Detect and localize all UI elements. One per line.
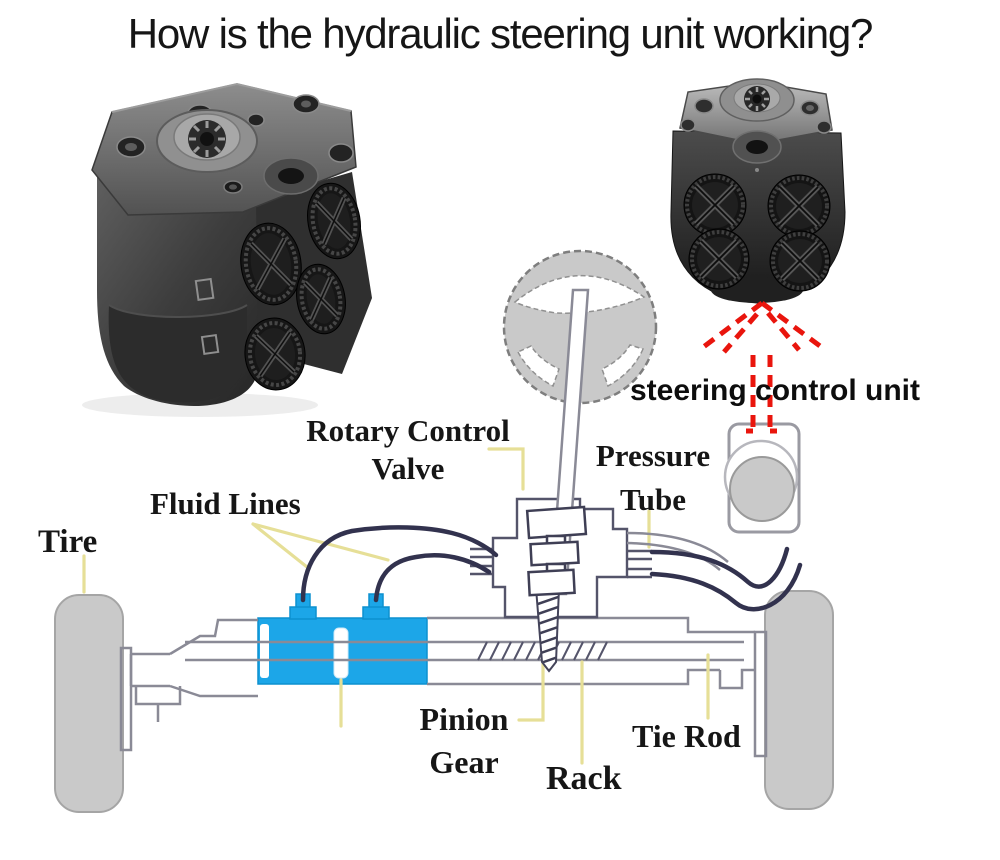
fluid-line-2 [373,553,492,603]
flange-bolt-holes [680,98,832,134]
label-pinion-gear: Pinion Gear [419,701,509,781]
steering-unit-photo-small [670,78,846,304]
port-cap [240,222,302,306]
port-cap [244,317,306,391]
piston [333,627,349,679]
label-tie-rod: Tie Rod [632,718,741,754]
splined-shaft-boss [719,78,795,122]
label-fluid-lines: Fluid Lines [150,486,301,521]
hex-plug [263,157,319,195]
fluid-lines [300,525,499,603]
rack-bar [185,640,744,662]
valve-port-right [627,549,652,579]
tie-rod-left [129,652,170,688]
valve-spool [525,505,588,597]
label-rotary-control-valve: Rotary Control Valve [306,413,510,486]
steering-unit-photo-large [82,82,372,417]
pressure-tube [626,531,803,612]
label-tire: Tire [38,524,98,560]
tire-left [54,594,124,813]
red-dashed-arrow [700,300,822,434]
port-cap [767,174,831,238]
steering-knuckle-left [119,646,133,752]
label-rack: Rack [546,760,622,797]
hex-plug [732,130,782,172]
steering-knuckle-right [753,630,768,758]
tire-right [764,590,834,810]
splined-shaft-boss [156,109,258,173]
power-cylinder [257,593,428,685]
fluid-line-4 [649,562,803,612]
leader-fluid-lines [251,522,390,569]
fluid-line-3 [649,546,790,589]
page-title: How is the hydraulic steering unit worki… [127,10,874,57]
label-steering-control-unit: steering control unit [630,374,921,407]
port-cap [688,228,750,290]
label-pressure-tube: Pressure Tube [595,438,711,518]
leader-lines [82,447,710,765]
port-cap [296,263,346,335]
leader-rotary-valve [487,447,525,491]
pinion-gear-shaft [534,587,561,673]
pump [723,422,801,534]
port-cap [683,173,747,237]
fluid-line-1 [300,525,499,603]
port-cap [769,230,831,292]
leader-pinion [517,660,545,722]
valve-port-left [470,547,493,576]
port-cap [307,182,361,260]
